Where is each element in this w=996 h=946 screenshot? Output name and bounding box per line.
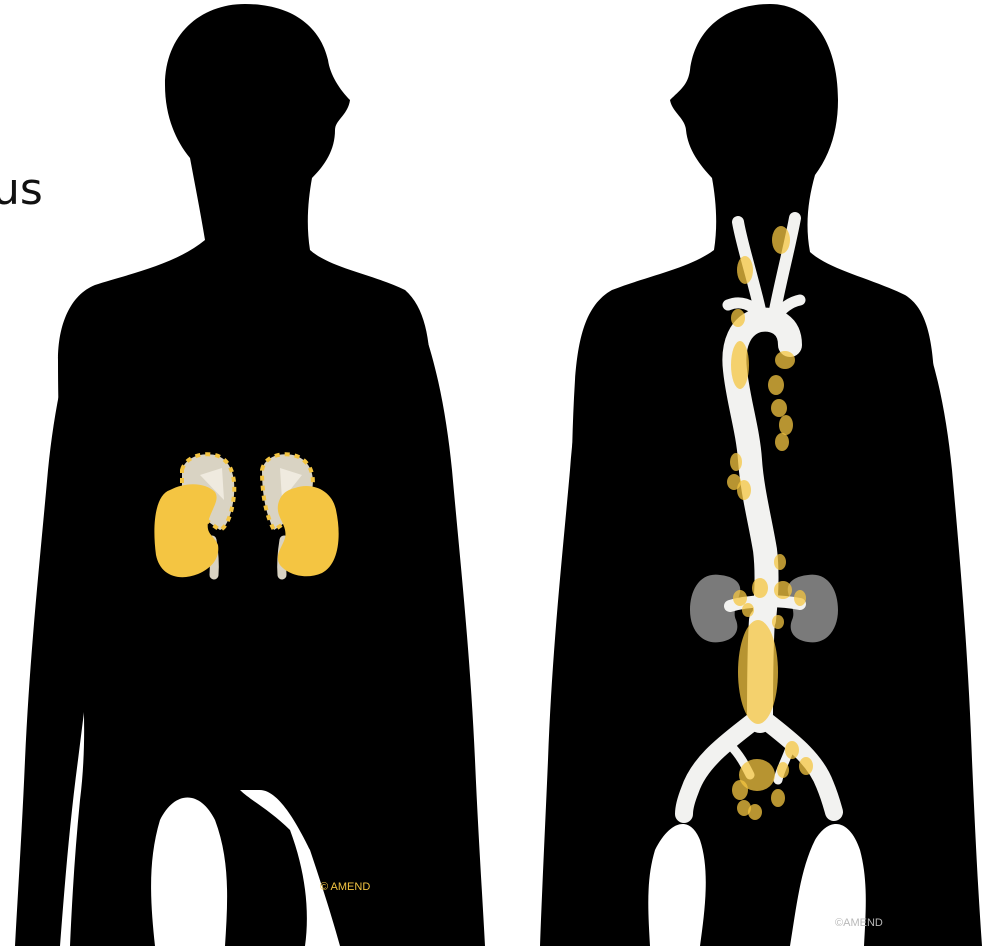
left-silhouette	[58, 4, 445, 946]
spot	[771, 399, 787, 417]
spot	[785, 741, 799, 759]
spot	[737, 480, 751, 500]
right-figure: ©AMEND	[540, 4, 982, 946]
spot	[730, 453, 742, 471]
spot	[799, 757, 813, 775]
spot	[752, 578, 768, 598]
spot	[733, 590, 747, 606]
spot	[775, 433, 789, 451]
spot	[731, 309, 745, 327]
spot	[772, 615, 784, 629]
spot	[731, 341, 749, 389]
spot	[779, 415, 793, 435]
spot	[772, 226, 790, 254]
spot	[738, 620, 778, 724]
spot	[742, 603, 754, 617]
left-credit: © AMEND	[320, 881, 370, 893]
spot	[737, 256, 753, 284]
left-figure: © AMEND	[15, 4, 485, 946]
spot	[777, 762, 789, 778]
spot	[748, 804, 762, 820]
left-kidney-2	[278, 486, 339, 576]
spot	[775, 351, 795, 369]
right-credit: ©AMEND	[835, 917, 883, 929]
spot	[774, 554, 786, 570]
spot	[768, 375, 784, 395]
spot	[771, 789, 785, 807]
spot	[732, 780, 748, 800]
spot	[794, 590, 806, 606]
spot	[774, 581, 792, 599]
